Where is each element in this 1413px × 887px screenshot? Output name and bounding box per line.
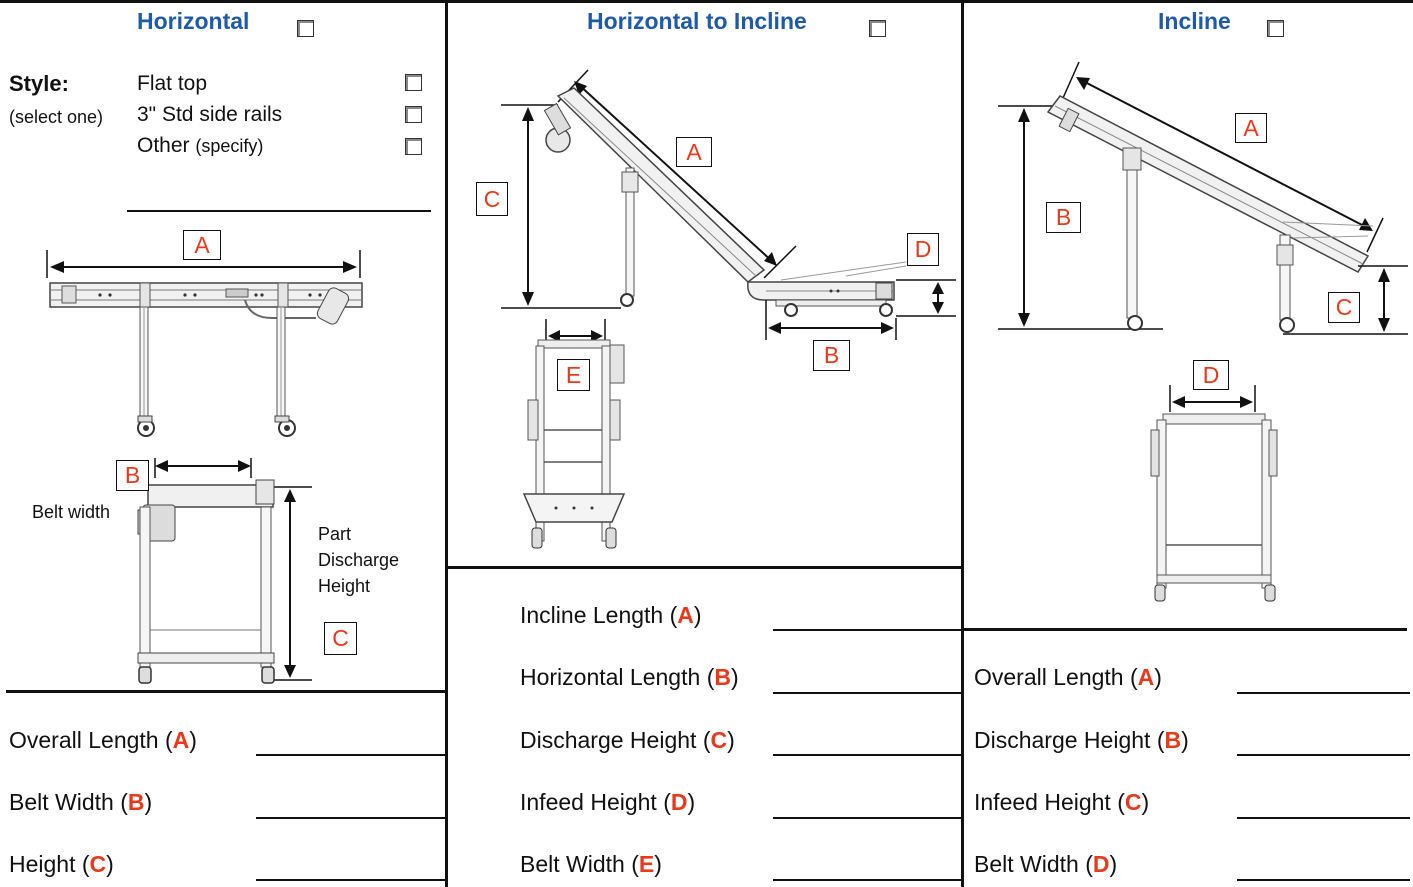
style-option-side-rails: 3" Std side rails — [137, 103, 283, 126]
checkbox-flat-top[interactable] — [405, 74, 422, 91]
field-incline-length: Incline Length (A) — [520, 602, 702, 628]
checkbox-horizontal-to-incline[interactable] — [869, 20, 886, 37]
dim-label-hti-a: A — [676, 137, 712, 167]
field-infeed-height-incline: Infeed Height (C) — [974, 789, 1150, 815]
field-belt-width-incline: Belt Width (D) — [974, 851, 1118, 877]
field-line-overall-length[interactable] — [256, 754, 445, 756]
checkbox-side-rails[interactable] — [405, 106, 422, 123]
field-line-discharge-height-incline[interactable] — [1237, 754, 1410, 756]
checkbox-other[interactable] — [405, 138, 422, 155]
field-line-discharge-height[interactable] — [773, 754, 961, 756]
dim-label-hti-d: D — [907, 233, 939, 266]
dim-label-hti-b: B — [813, 340, 850, 371]
top-border — [0, 0, 1413, 3]
field-overall-length-incline: Overall Length (A) — [974, 664, 1162, 690]
field-belt-width: Belt Width (B) — [9, 789, 153, 815]
section-title-horizontal: Horizontal — [137, 8, 250, 34]
checkbox-incline[interactable] — [1267, 20, 1284, 37]
hti-side-view-drawing — [501, 69, 956, 549]
field-line-horizontal-length[interactable] — [773, 692, 961, 694]
other-specify-line[interactable] — [127, 210, 431, 212]
dim-label-horizontal-b: B — [116, 460, 149, 491]
field-horizontal-length: Horizontal Length (B) — [520, 664, 739, 690]
section-title-horizontal-to-incline: Horizontal to Incline — [587, 8, 807, 34]
dim-label-hti-e: E — [557, 359, 590, 391]
dim-label-incline-b: B — [1046, 202, 1081, 233]
field-line-infeed-height-incline[interactable] — [1237, 817, 1410, 819]
divider-hti-fields — [446, 566, 962, 569]
dim-label-horizontal-c: C — [324, 622, 357, 655]
incline-side-view-drawing — [998, 61, 1408, 602]
field-line-belt-width[interactable] — [256, 817, 445, 819]
field-infeed-height: Infeed Height (D) — [520, 789, 696, 815]
field-line-infeed-height[interactable] — [773, 817, 961, 819]
field-belt-width-hti: Belt Width (E) — [520, 851, 662, 877]
dim-label-incline-a: A — [1235, 113, 1267, 143]
style-label: Style: — [9, 71, 69, 96]
divider-right — [961, 0, 964, 887]
field-line-belt-width-incline[interactable] — [1237, 879, 1410, 881]
field-line-belt-width-hti[interactable] — [773, 879, 961, 881]
field-line-overall-length-incline[interactable] — [1237, 692, 1410, 694]
field-height: Height (C) — [9, 851, 114, 877]
field-discharge-height-incline: Discharge Height (B) — [974, 727, 1189, 753]
field-line-incline-length[interactable] — [773, 629, 961, 631]
belt-width-caption: Belt width — [32, 502, 111, 522]
style-hint: (select one) — [9, 107, 104, 127]
dim-label-hti-c: C — [476, 182, 508, 216]
checkbox-horizontal[interactable] — [297, 20, 314, 37]
dim-label-incline-d: D — [1193, 360, 1229, 390]
style-option-flat-top: Flat top — [137, 72, 208, 95]
style-option-other: Other (specify) — [137, 134, 264, 157]
horizontal-side-view-drawing — [46, 250, 363, 684]
divider-left — [445, 0, 448, 887]
section-title-incline: Incline — [1158, 8, 1231, 34]
divider-incline-fields — [963, 628, 1407, 631]
field-line-height[interactable] — [256, 879, 445, 881]
part-discharge-caption: Part Discharge Height — [318, 524, 400, 596]
field-discharge-height: Discharge Height (C) — [520, 727, 735, 753]
divider-horizontal-fields — [6, 690, 446, 693]
field-overall-length: Overall Length (A) — [9, 727, 197, 753]
dim-label-incline-c: C — [1328, 292, 1360, 323]
dim-label-horizontal-a: A — [183, 230, 221, 260]
